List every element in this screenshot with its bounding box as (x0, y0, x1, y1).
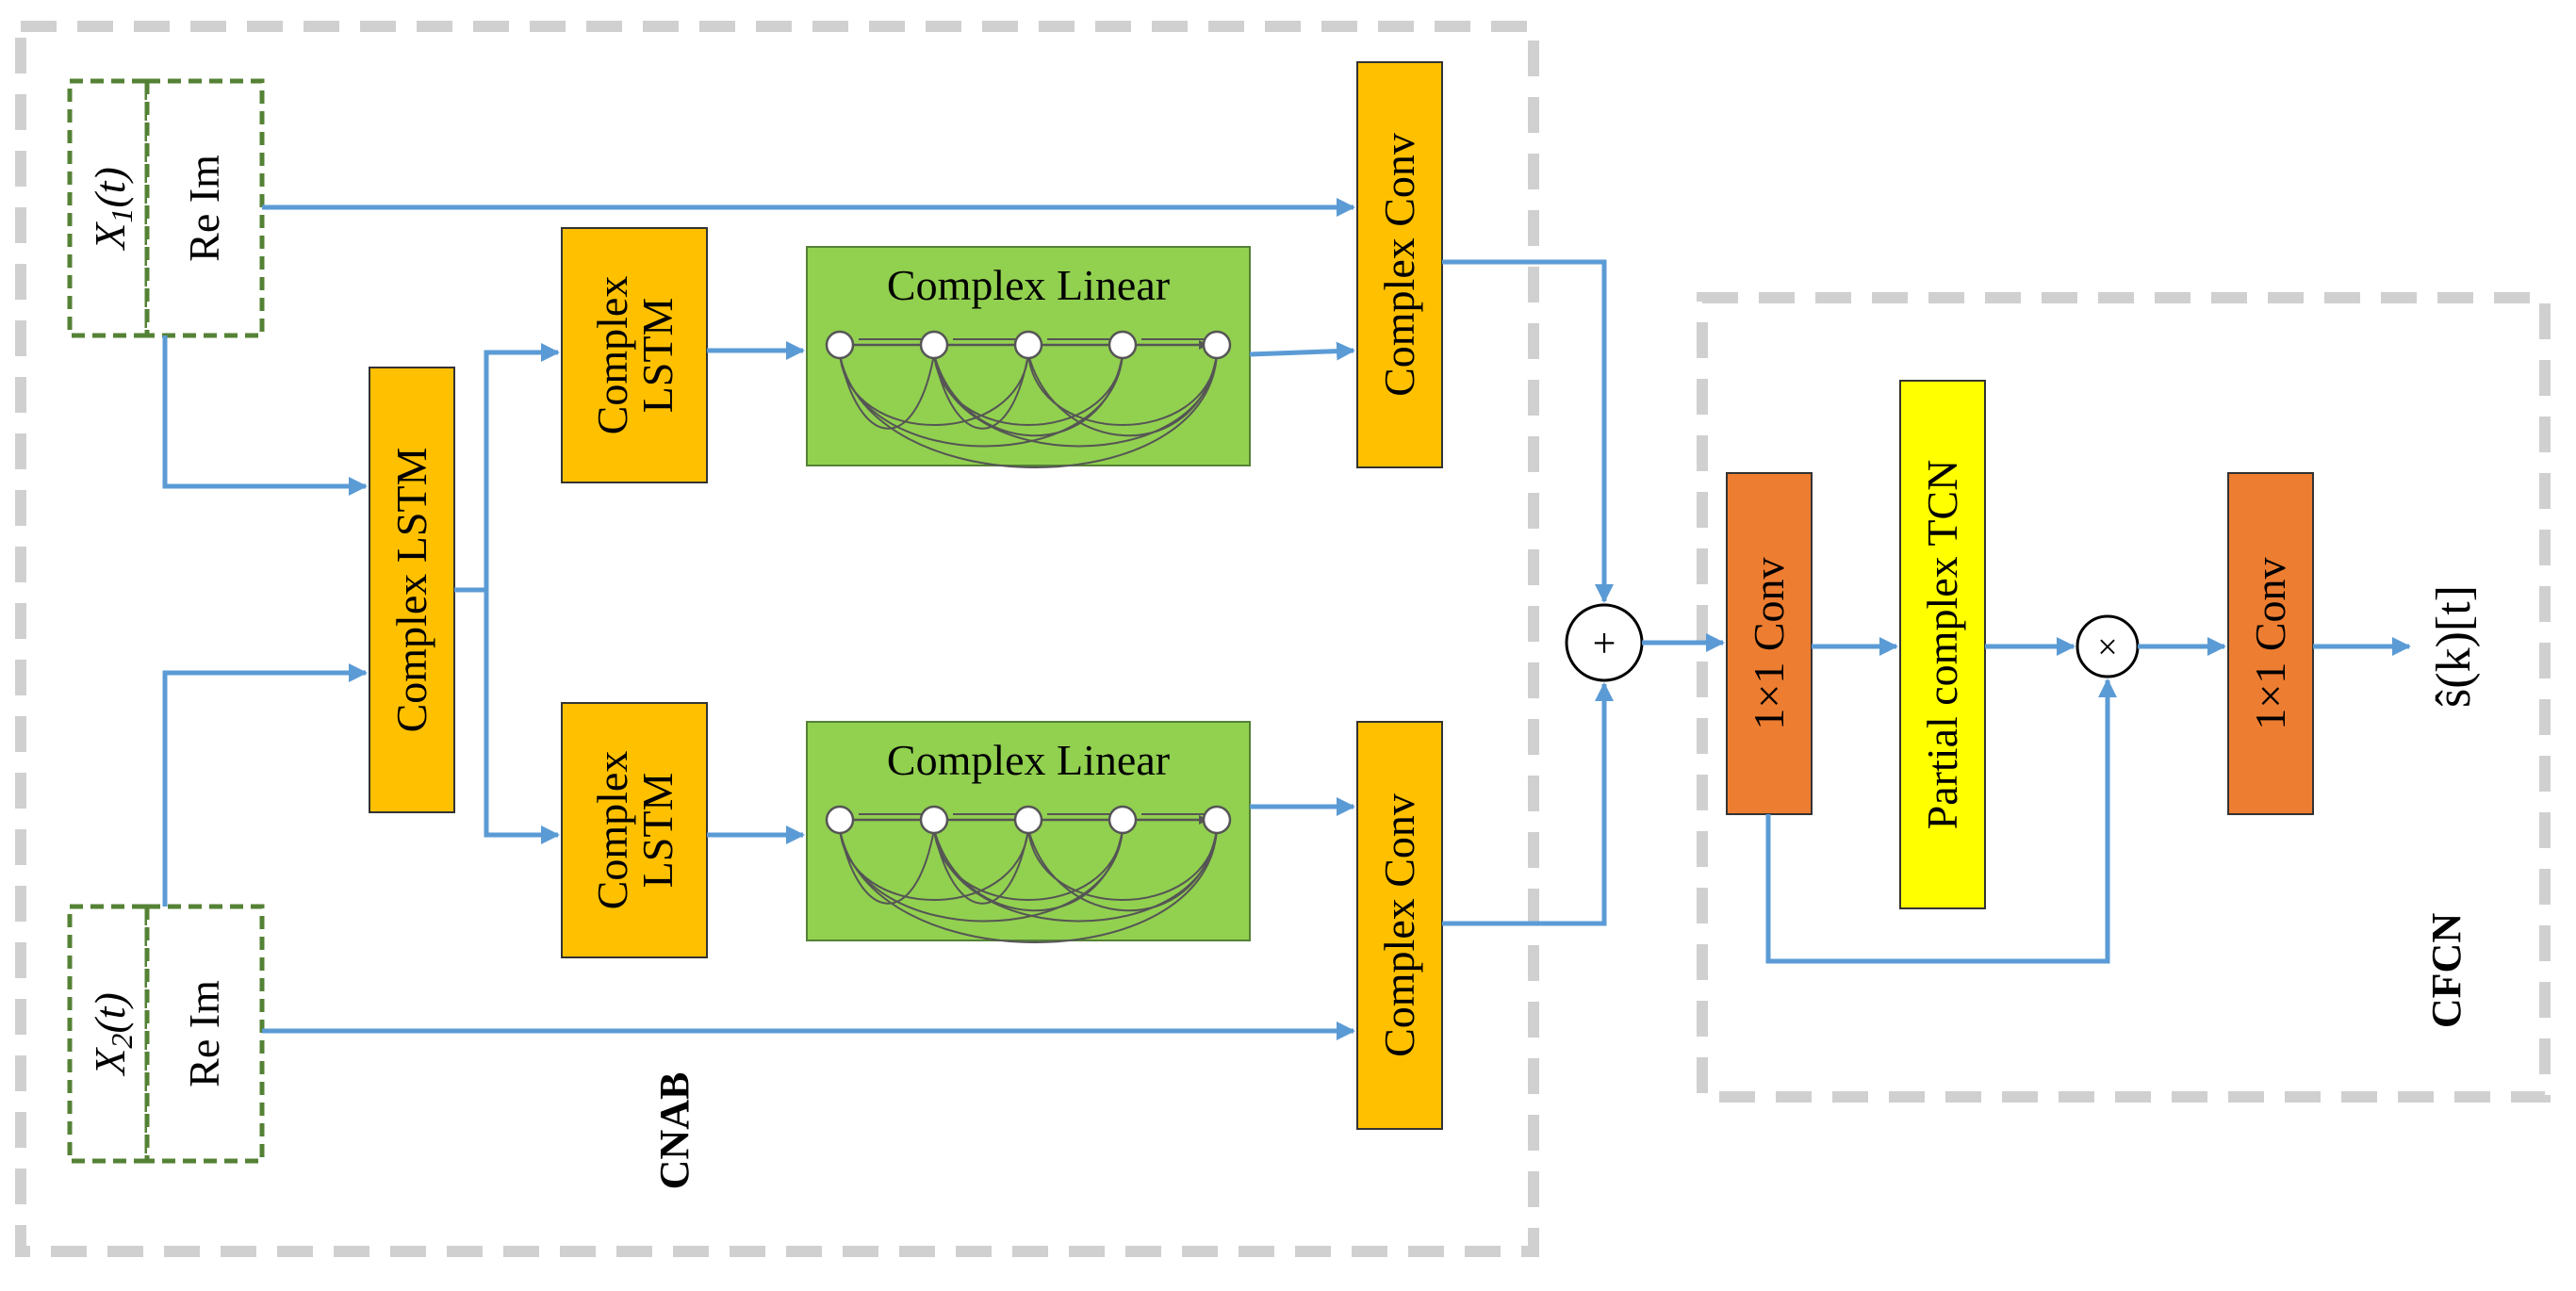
input-x1-var: X1(t) (86, 167, 139, 252)
shared-complex-lstm-block (369, 367, 455, 813)
cfcn-conv-in-block (1726, 472, 1813, 815)
arrow-top-conv-to-add (1442, 259, 1614, 603)
bottom-complex-lstm-block (561, 702, 708, 958)
input-x2: X2(t) Re Im (67, 904, 265, 1164)
cfcn-container (1697, 292, 2551, 1103)
arrow-to-top-lstm (484, 343, 560, 590)
top-complex-linear-label: Complex Linear (887, 261, 1170, 309)
top-complex-linear-block: Complex Linear (806, 246, 1251, 467)
cfcn-conv-out-block (2227, 472, 2314, 815)
bottom-complex-linear-block: Complex Linear (806, 721, 1251, 942)
input-x1-reim: Re Im (180, 155, 228, 262)
shared-complex-lstm-label: Complex LSTM (387, 448, 435, 733)
cfcn-conv-out-label: 1×1 Conv (2246, 557, 2294, 729)
multiply-symbol: × (2097, 628, 2117, 667)
connectors (162, 198, 2411, 1040)
bottom-complex-conv-block (1356, 721, 1443, 1130)
arrow-bottom-conv-to-add (1442, 682, 1614, 926)
arrow-skip-to-multiply (1765, 678, 2117, 964)
input-x1: X1(t) Re Im (67, 78, 265, 338)
top-complex-lstm-label: ComplexLSTM (588, 276, 681, 435)
top-complex-conv-label: Complex Conv (1375, 133, 1423, 397)
partial-complex-tcn-label: Partial complex TCN (1918, 460, 1966, 830)
top-complex-conv-block (1356, 61, 1443, 468)
add-symbol: + (1593, 620, 1616, 666)
output-label: ŝ(k)[t] (2427, 585, 2481, 708)
bottom-complex-linear-label: Complex Linear (887, 736, 1170, 784)
bottom-complex-lstm-label: ComplexLSTM (588, 751, 681, 910)
top-complex-lstm-block (561, 227, 708, 483)
cnab-container (15, 21, 1539, 1257)
arrow-to-bottom-lstm (484, 590, 560, 844)
cfcn-label: CFCN (2423, 913, 2469, 1028)
partial-complex-tcn-block (1899, 380, 1986, 909)
input-x2-var: X2(t) (86, 992, 139, 1077)
arrow-input2-to-shared-lstm (162, 663, 368, 907)
cnab-label: CNAB (651, 1072, 697, 1190)
input-x2-reim: Re Im (180, 980, 228, 1087)
arrow-input1-to-shared-lstm (162, 335, 368, 496)
cfcn-conv-in-label: 1×1 Conv (1745, 557, 1793, 729)
bottom-complex-conv-label: Complex Conv (1375, 793, 1423, 1057)
arrow-top-linear-to-conv (1249, 341, 1355, 361)
